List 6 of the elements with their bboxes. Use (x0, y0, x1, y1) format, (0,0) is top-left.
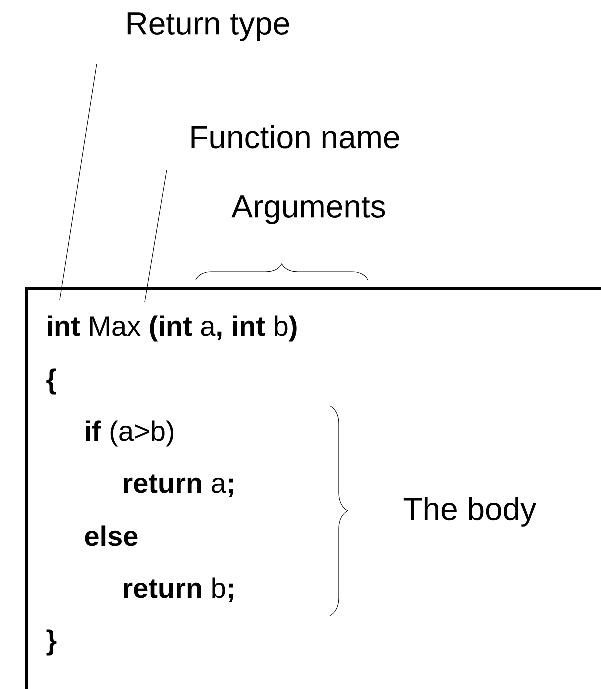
leader-line (60, 64, 98, 300)
leader-line (144, 170, 168, 302)
annotation-label: Function name (192, 125, 400, 149)
annotation-label: Arguments (232, 196, 386, 224)
annotation-label: Return type (128, 12, 290, 42)
annotation-label: The body (404, 497, 536, 527)
